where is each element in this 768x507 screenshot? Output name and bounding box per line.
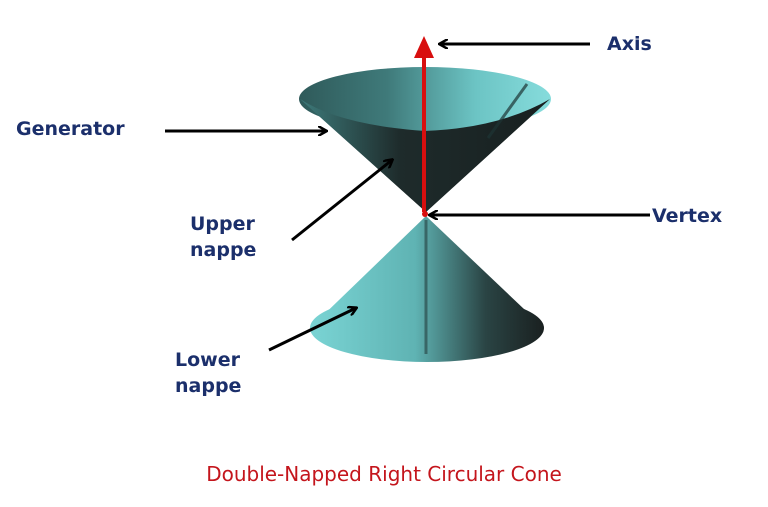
generator-label: Generator <box>16 118 125 140</box>
lower-nappe-label-line2: nappe <box>175 374 242 397</box>
lower-nappe-label-line1: Lower <box>175 349 240 371</box>
lower-nappe <box>310 216 544 362</box>
upper-nappe-label-line1: Upper <box>190 213 255 235</box>
lower-nappe-label: Lower nappe <box>175 348 241 399</box>
axis-arrow <box>414 36 434 217</box>
axis-label: Axis <box>607 33 652 55</box>
vertex-label: Vertex <box>652 205 723 227</box>
upper-nappe-label-line2: nappe <box>190 238 257 261</box>
upper-nappe-label: Upper nappe <box>190 212 256 263</box>
diagram-caption: Double-Napped Right Circular Cone <box>206 462 562 486</box>
lower-nappe-pointer <box>268 308 356 352</box>
upper-nappe-pointer <box>291 160 392 242</box>
pointer-arrows <box>165 44 650 352</box>
